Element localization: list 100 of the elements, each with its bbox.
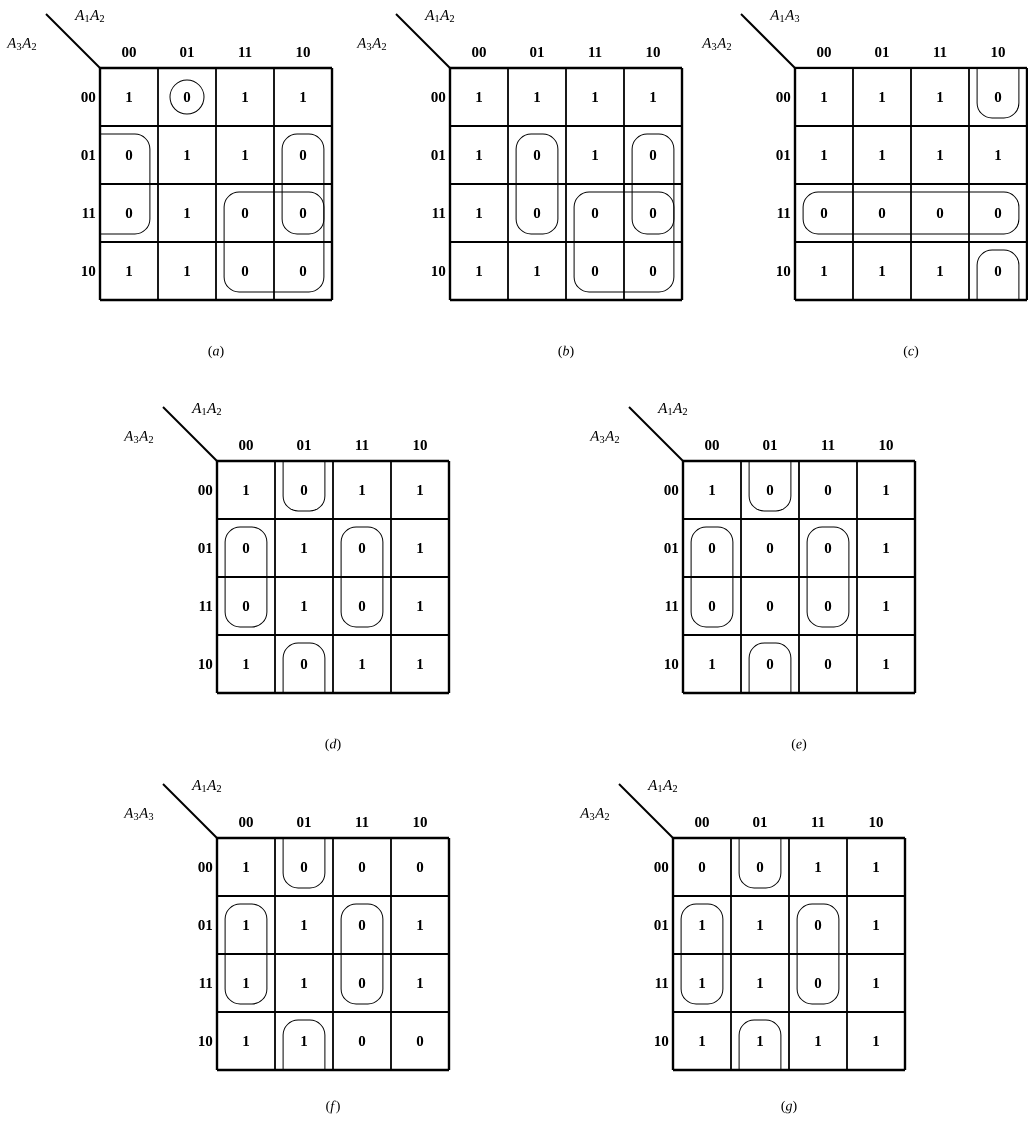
variable-label: A$_{1}$A$_{2}$	[74, 10, 105, 23]
variable-label: A$_{3}$A$_{2}$	[123, 430, 154, 444]
subfigure-label: (f)	[326, 1100, 340, 1114]
table-cell: 0	[936, 207, 944, 219]
table-cell: 1	[757, 978, 763, 988]
row-header: 11	[777, 208, 791, 218]
variable-label: A$_{3}$A$_{2}$	[579, 807, 610, 821]
table-cell: 1	[821, 150, 827, 160]
variable-label: A$_{3}$A$_{2}$	[356, 37, 387, 51]
table-cell: 0	[820, 207, 828, 219]
row-header: 00	[431, 91, 446, 103]
variable-label: A$_{1}$A$_{2}$	[191, 780, 222, 793]
table-cell: 1	[699, 978, 705, 988]
table-cell: 1	[184, 266, 190, 276]
table-cell: 1	[534, 266, 540, 276]
subfigure-label: (c)	[903, 345, 919, 359]
table-cell: 0	[814, 919, 822, 931]
column-header: 11	[589, 47, 602, 57]
table-cell: 0	[591, 265, 599, 277]
table-cell: 0	[358, 977, 366, 989]
table-cell: 1	[883, 601, 889, 611]
variable-label: A$_{3}$A$_{3}$	[123, 807, 154, 821]
column-header: 11	[822, 440, 835, 450]
table-cell: 1	[417, 601, 423, 611]
table-cell: 0	[766, 658, 774, 670]
table-cell: 1	[301, 601, 307, 611]
row-header: 01	[664, 542, 679, 554]
subfigure-label: (b)	[558, 345, 574, 359]
table-cell: 0	[299, 207, 307, 219]
column-header: 00	[239, 816, 253, 828]
table-cell: 0	[533, 149, 541, 161]
table-cell: 0	[300, 484, 308, 496]
table-cell: 0	[824, 658, 832, 670]
table-cell: 1	[937, 150, 943, 160]
table-cell: 1	[184, 208, 190, 218]
table-cell: 1	[184, 150, 190, 160]
column-header: 11	[934, 47, 947, 57]
table-cell: 0	[824, 542, 832, 554]
table-cell: 0	[300, 861, 308, 873]
column-header: 01	[530, 46, 544, 58]
table-cell: 1	[417, 543, 423, 553]
table-cell: 1	[301, 1036, 307, 1046]
column-header: 11	[356, 817, 369, 827]
row-header: 10	[777, 265, 791, 277]
table-cell: 0	[878, 207, 886, 219]
table-cell: 0	[649, 149, 657, 161]
table-cell: 1	[417, 485, 423, 495]
table-cell: 1	[243, 920, 249, 930]
table-cell: 1	[126, 266, 132, 276]
table-cell: 0	[300, 658, 308, 670]
row-header: 01	[198, 542, 213, 554]
row-header: 00	[198, 861, 213, 873]
table-cell: 0	[756, 861, 764, 873]
table-cell: 0	[125, 149, 133, 161]
variable-label: A$_{3}$A$_{2}$	[6, 37, 37, 51]
table-cell: 0	[242, 600, 250, 612]
column-header: 10	[413, 816, 427, 828]
subfigure-label: (d)	[325, 738, 341, 752]
table-cell: 0	[416, 861, 424, 873]
column-header: 00	[122, 46, 136, 58]
table-cell: 0	[994, 91, 1002, 103]
column-header: 10	[869, 816, 883, 828]
table-cell: 1	[301, 978, 307, 988]
table-cell: 1	[476, 266, 482, 276]
variable-label: A$_{1}$A$_{2}$	[191, 403, 222, 416]
table-cell: 0	[708, 600, 716, 612]
variable-label: A$_{1}$A$_{2}$	[424, 10, 455, 23]
variable-label: A$_{1}$A$_{2}$	[647, 780, 678, 793]
table-cell: 0	[416, 1035, 424, 1047]
table-cell: 0	[994, 265, 1002, 277]
table-cell: 1	[879, 92, 885, 102]
table-cell: 0	[649, 265, 657, 277]
column-header: 10	[413, 439, 427, 451]
row-header: 01	[431, 149, 446, 161]
row-header: 10	[655, 1035, 669, 1047]
table-cell: 0	[533, 207, 541, 219]
column-header: 01	[875, 46, 889, 58]
table-cell: 1	[359, 485, 365, 495]
table-cell: 1	[883, 543, 889, 553]
table-cell: 0	[766, 484, 774, 496]
column-header: 11	[812, 817, 825, 827]
column-header: 00	[239, 439, 253, 451]
table-cell: 0	[994, 207, 1002, 219]
table-cell: 1	[242, 150, 248, 160]
variable-label: A$_{3}$A$_{2}$	[701, 37, 732, 51]
table-cell: 1	[243, 862, 249, 872]
table-cell: 1	[815, 862, 821, 872]
row-header: 11	[199, 601, 213, 611]
table-cell: 1	[821, 92, 827, 102]
column-header: 01	[297, 816, 311, 828]
row-header: 10	[82, 265, 96, 277]
table-cell: 1	[301, 920, 307, 930]
row-header: 10	[432, 265, 446, 277]
table-cell: 1	[126, 92, 132, 102]
table-cell: 0	[241, 265, 249, 277]
table-cell: 1	[650, 92, 656, 102]
table-cell: 1	[821, 266, 827, 276]
table-cell: 1	[592, 150, 598, 160]
table-cell: 1	[699, 920, 705, 930]
column-header: 10	[879, 439, 893, 451]
